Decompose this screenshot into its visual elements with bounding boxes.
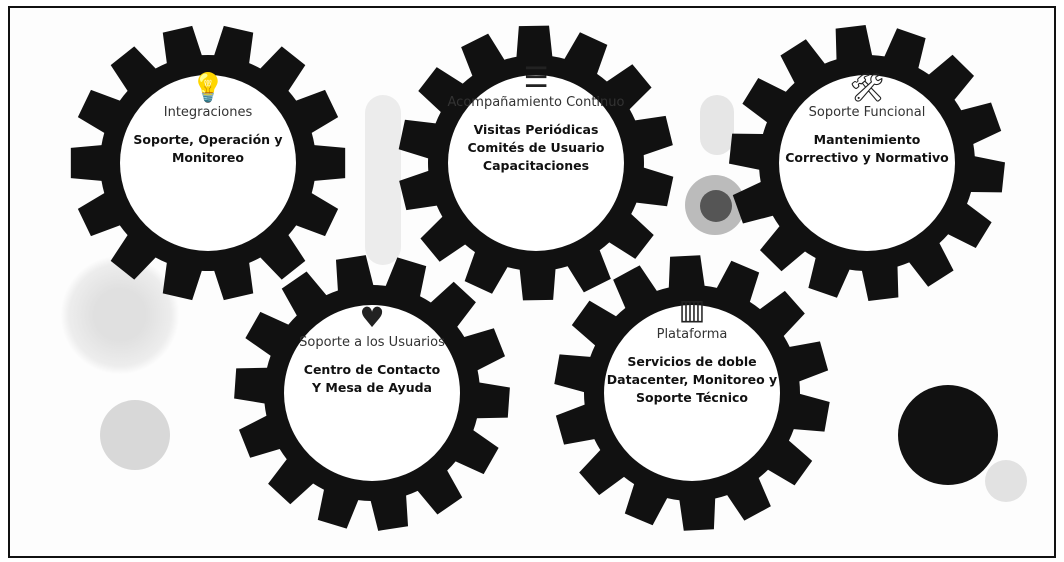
book-icon: ☰ bbox=[523, 61, 549, 94]
gear-face bbox=[604, 305, 780, 481]
heart-icon: ♥ bbox=[359, 301, 385, 334]
gear-description-line: Centro de Contacto bbox=[303, 362, 441, 377]
gear-title: Soporte Funcional bbox=[808, 105, 926, 120]
gear-description-line: Capacitaciones bbox=[482, 158, 590, 173]
gear-shape bbox=[554, 255, 830, 531]
gear-description-line: Servicios de doble bbox=[627, 354, 757, 369]
background-circle-decoration bbox=[365, 95, 401, 265]
gear-shape bbox=[70, 25, 346, 301]
background-dark-circle bbox=[898, 385, 998, 485]
datacenter-icon: ▥ bbox=[678, 293, 706, 326]
gear-title: Plataforma bbox=[656, 327, 728, 342]
gear-description-line: Y Mesa de Ayuda bbox=[312, 380, 432, 395]
gear-face bbox=[120, 75, 296, 251]
gear-description-line: Monitoreo bbox=[171, 150, 244, 165]
gear-shape bbox=[234, 255, 510, 531]
gear-title: Acompañamiento Continuo bbox=[447, 95, 625, 110]
tools-icon: 🛠 bbox=[849, 71, 885, 104]
background-gear-decoration bbox=[60, 255, 180, 375]
background-circle-decoration bbox=[700, 190, 732, 222]
gear-description: Centro de Contacto Y Mesa de Ayuda bbox=[304, 361, 440, 397]
gear-description-line: Comités de Usuario bbox=[467, 140, 605, 155]
gear-face bbox=[284, 305, 460, 481]
gear-shape bbox=[398, 25, 674, 301]
gear-shape bbox=[729, 25, 1005, 301]
gear-face bbox=[779, 75, 955, 251]
gear-description-line: Correctivo y Normativo bbox=[785, 150, 949, 165]
gear-description-line: Soporte, Operación y bbox=[133, 132, 283, 147]
gear-description-line: Mantenimiento bbox=[813, 132, 921, 147]
gear-title: Integraciones bbox=[163, 105, 253, 120]
gear-description-line: Soporte Técnico bbox=[635, 390, 749, 405]
background-circle-decoration bbox=[985, 460, 1027, 502]
lightbulb-icon: 💡 bbox=[190, 71, 226, 104]
gear-face bbox=[448, 75, 624, 251]
gear-description: Soporte, Operación y Monitoreo bbox=[133, 131, 282, 167]
gear-description-line: Visitas Periódicas bbox=[473, 122, 599, 137]
background-circle-decoration bbox=[700, 95, 734, 155]
gear-title: Soporte a los Usuarios bbox=[299, 335, 445, 350]
background-circle-decoration bbox=[100, 400, 170, 470]
gear-description-line: Datacenter, Monitoreo y bbox=[606, 372, 778, 387]
